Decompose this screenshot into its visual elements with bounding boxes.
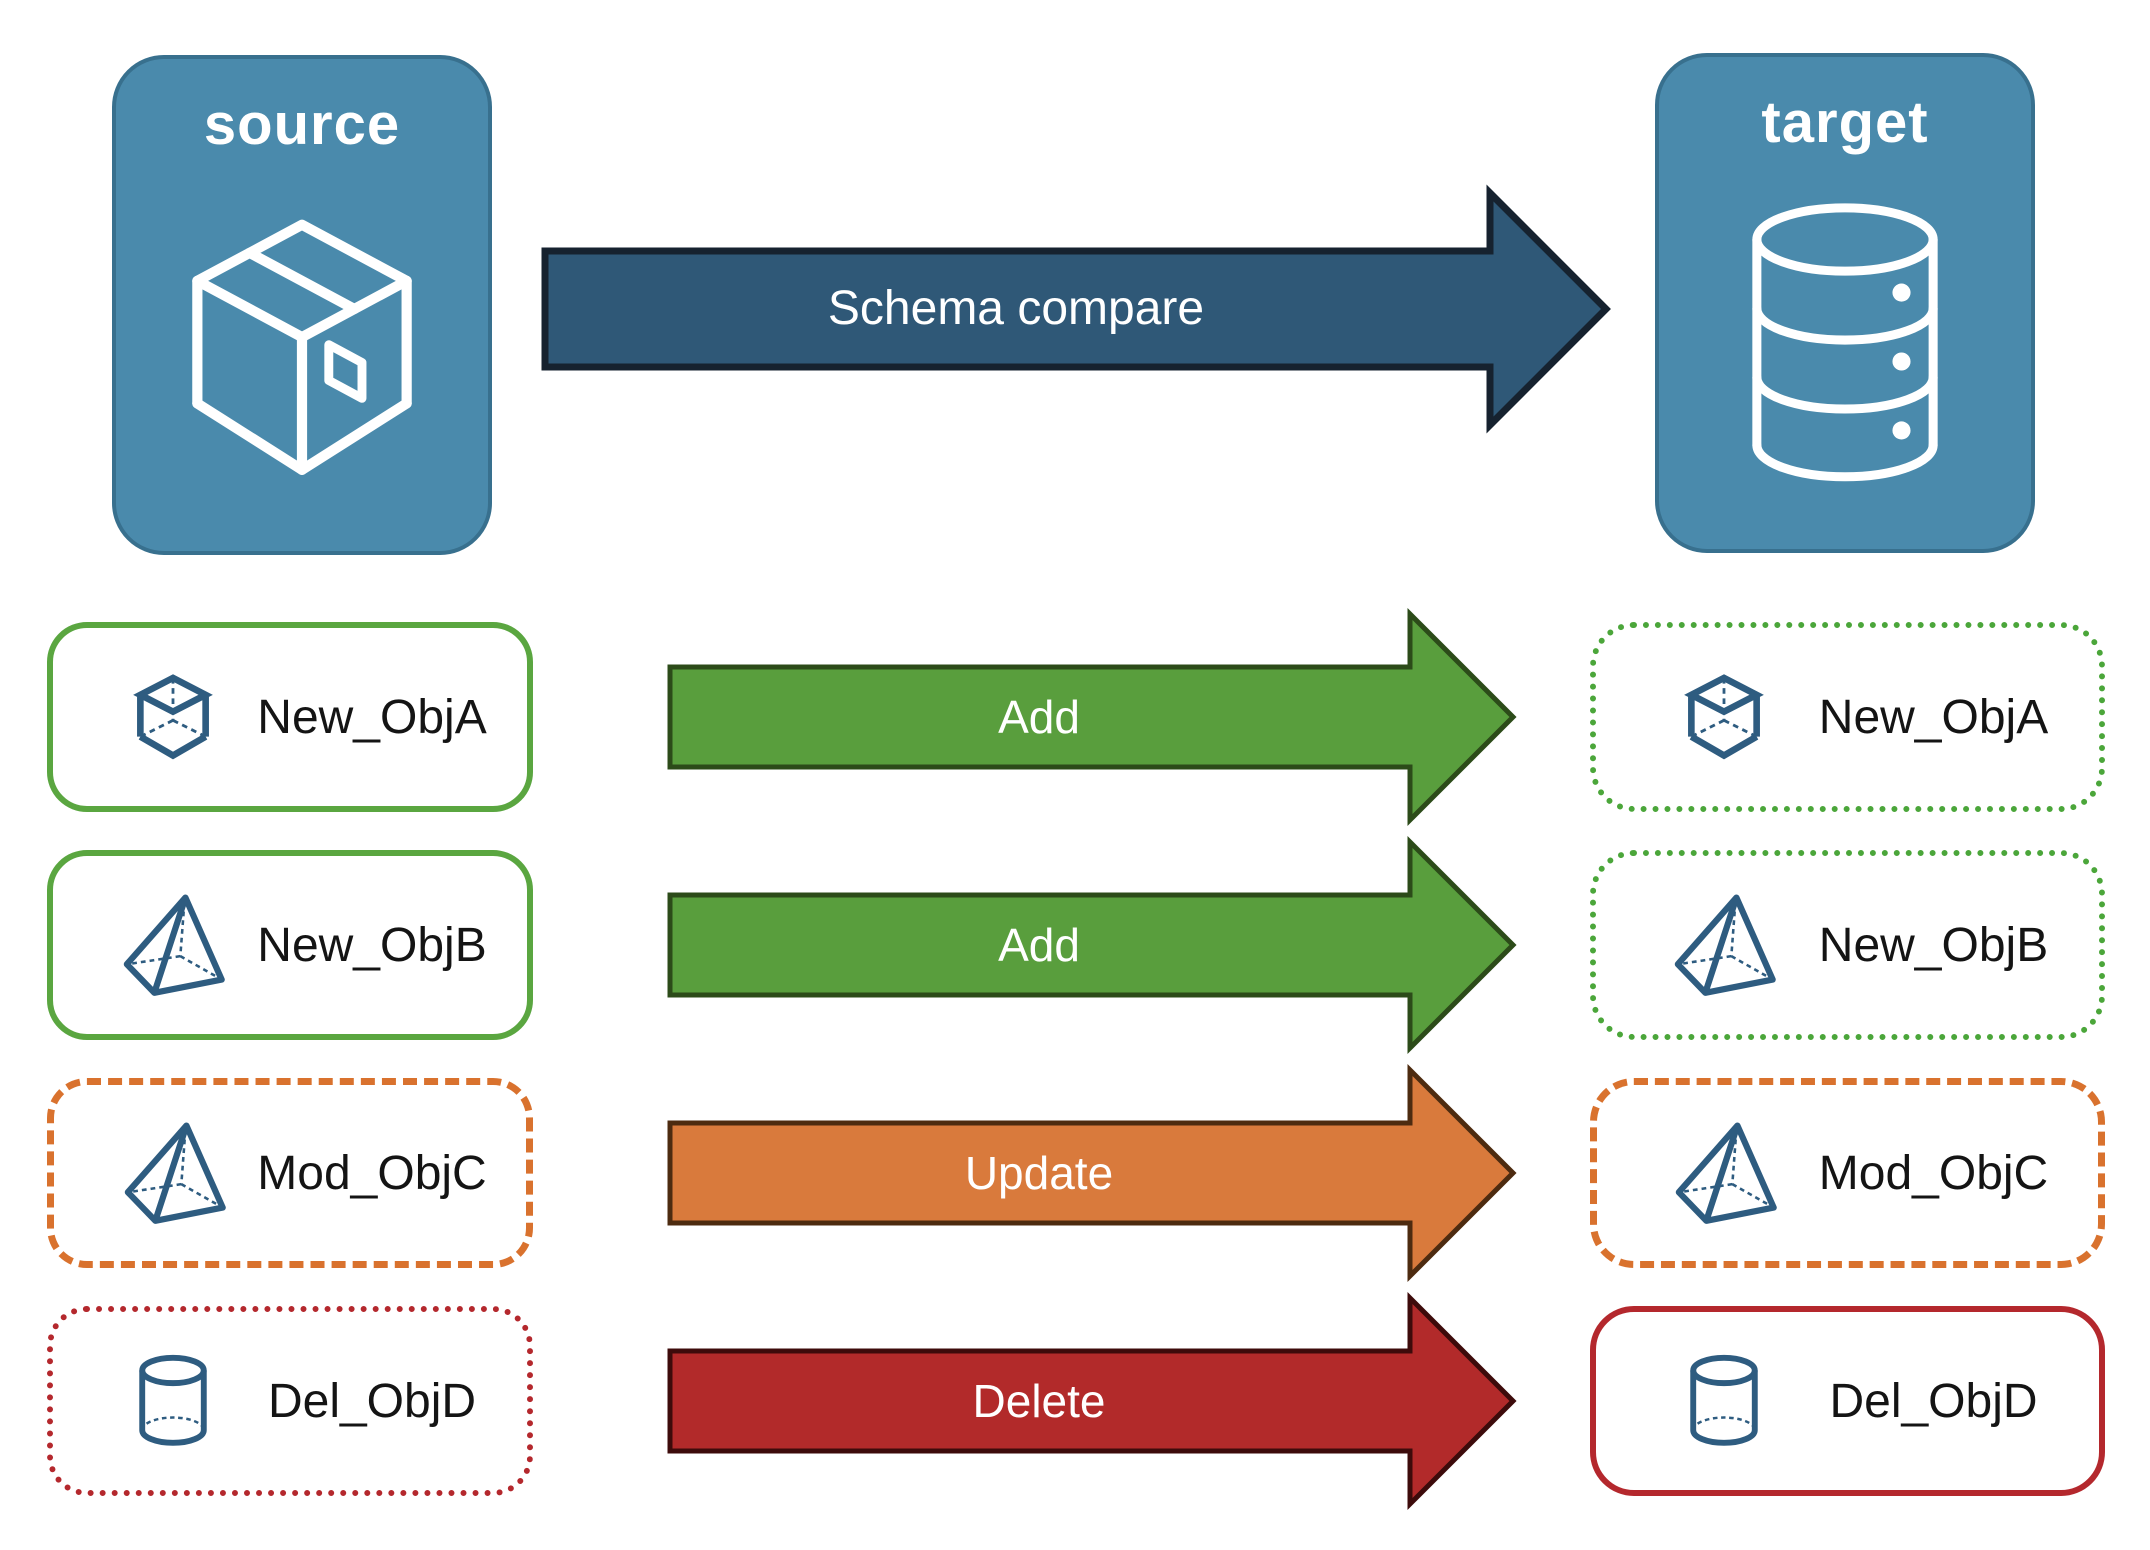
pyramid-icon — [1667, 1119, 1783, 1227]
target-object-box-new-objb: New_ObjB — [1590, 850, 2105, 1040]
source-object-box-mod-objc: Mod_ObjC — [47, 1078, 533, 1268]
add-arrow-label: Add — [998, 691, 1080, 743]
object-label: Del_ObjD — [1829, 1374, 2038, 1428]
update-arrow-label: Update — [964, 1147, 1114, 1199]
source-object-box-new-objb: New_ObjB — [47, 850, 533, 1040]
target-object-box-del-objd: Del_ObjD — [1590, 1306, 2105, 1496]
delete-arrow-label: Delete — [972, 1375, 1106, 1427]
target-node: target — [1655, 53, 2035, 553]
cube-icon — [115, 669, 231, 765]
schema-compare-arrow: Schema compare — [541, 184, 1611, 434]
cube-icon — [1666, 669, 1782, 765]
update-arrow: Update — [667, 1063, 1517, 1283]
cylinder-icon — [1666, 1352, 1782, 1450]
source-object-box-new-obja: New_ObjA — [47, 622, 533, 812]
package-icon — [168, 158, 436, 551]
add-arrow-2: Add — [667, 835, 1517, 1055]
source-object-box-del-objd: Del_ObjD — [47, 1306, 533, 1496]
source-node: source — [112, 55, 492, 555]
target-object-box-mod-objc: Mod_ObjC — [1590, 1078, 2105, 1268]
delete-arrow: Delete — [667, 1291, 1517, 1511]
object-label: New_ObjB — [257, 918, 487, 972]
pyramid-icon — [115, 891, 231, 999]
target-object-box-new-obja: New_ObjA — [1590, 622, 2105, 812]
add-arrow-label: Add — [998, 919, 1080, 971]
cylinder-icon — [115, 1352, 231, 1450]
object-label: New_ObjB — [1818, 918, 2049, 972]
object-label: Del_ObjD — [267, 1374, 477, 1428]
source-title: source — [203, 92, 401, 157]
add-arrow-1: Add — [667, 607, 1517, 827]
pyramid-icon — [116, 1119, 232, 1227]
pyramid-icon — [1666, 891, 1782, 999]
target-title: target — [1761, 90, 1929, 155]
object-label: New_ObjA — [1818, 690, 2049, 744]
object-label: Mod_ObjC — [1818, 1146, 2049, 1200]
object-label: New_ObjA — [257, 690, 487, 744]
database-icon — [1732, 156, 1958, 549]
schema-compare-label: Schema compare — [827, 282, 1205, 335]
object-label: Mod_ObjC — [257, 1146, 487, 1200]
